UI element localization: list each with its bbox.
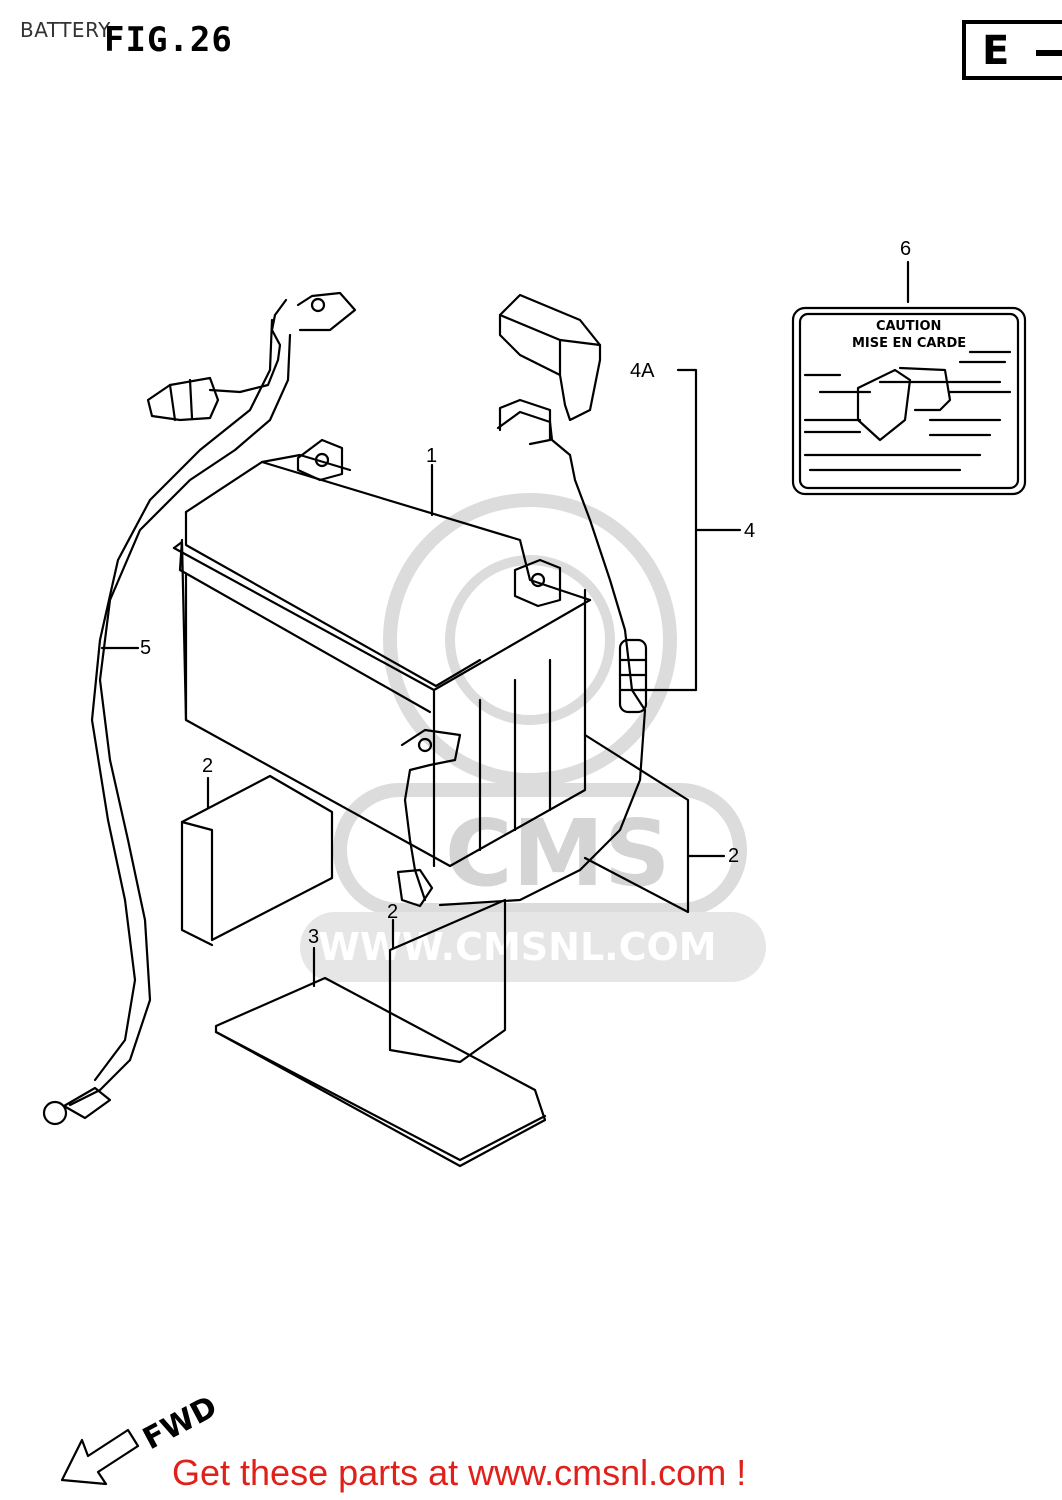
label-positive-lead: 4 xyxy=(744,520,755,542)
negative-lead xyxy=(296,291,357,332)
label-caution: 6 xyxy=(900,238,911,260)
figure-title: FIG.26 xyxy=(104,20,233,60)
watermark-logo-pill xyxy=(333,783,747,917)
caution-label xyxy=(791,306,1027,496)
battery-body xyxy=(172,540,587,868)
battery-terminal-positive xyxy=(513,558,562,608)
label-negative-lead: 5 xyxy=(140,637,151,659)
battery-tray xyxy=(214,976,547,1168)
caution-illustration xyxy=(856,366,952,442)
ring-terminal xyxy=(42,1100,68,1126)
lead-coupler xyxy=(146,376,220,422)
watermark-url: WWW.CMSNL.COM xyxy=(318,925,717,969)
caution-line-1: CAUTION xyxy=(876,319,941,334)
watermark-gear xyxy=(383,493,677,787)
negative-strap xyxy=(400,728,462,902)
caution-line-2: MISE EN CARDE xyxy=(852,336,966,351)
spacer-left xyxy=(180,774,334,942)
region-dash xyxy=(1036,50,1062,56)
fwd-label: FWD xyxy=(137,1389,223,1457)
label-battery: 1 xyxy=(426,445,437,467)
battery-lid xyxy=(184,460,592,602)
region-code: E xyxy=(982,28,1010,74)
leader-4 xyxy=(638,368,742,692)
watermark-url-bar xyxy=(300,912,766,982)
watermark xyxy=(333,493,747,917)
label-tray: 3 xyxy=(308,926,319,948)
watermark-logo-text: CMS xyxy=(445,800,670,907)
battery-terminal-negative xyxy=(296,438,344,482)
label-spacer-front: 2 xyxy=(387,901,398,923)
region-code-box: E xyxy=(962,20,1062,80)
label-spacer-left: 2 xyxy=(202,755,213,777)
page-label: BATTERY xyxy=(20,18,111,42)
label-terminal-cover: 4A xyxy=(630,360,655,382)
fwd-arrow-icon xyxy=(60,1428,140,1486)
label-spacer-rear: 2 xyxy=(728,845,739,867)
spacer-front xyxy=(388,898,507,1064)
footer-link[interactable]: Get these parts at www.cmsnl.com ! xyxy=(172,1452,747,1493)
terminal-cover xyxy=(498,293,602,422)
